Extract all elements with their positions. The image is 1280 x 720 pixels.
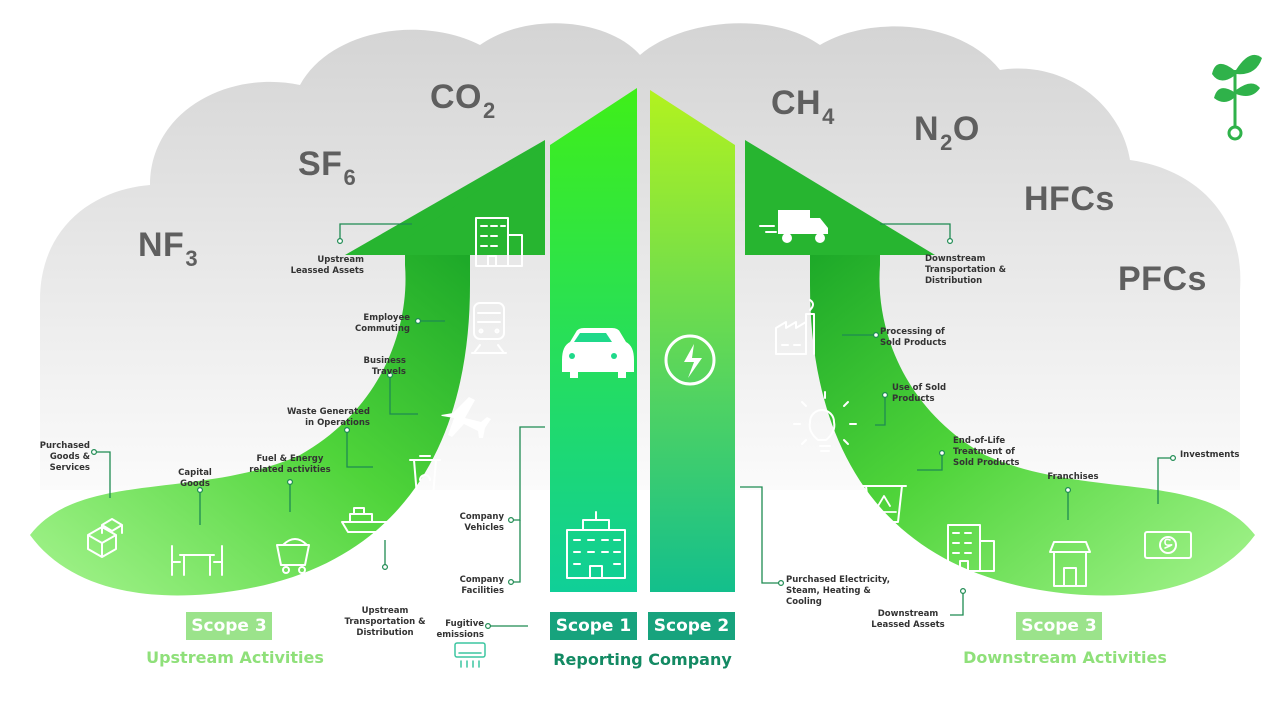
label-company-vehicles: Company Vehicles	[459, 512, 504, 533]
label-use-of-sold: Use of Sold Products	[892, 383, 947, 404]
ship-icon	[341, 507, 405, 533]
scope3-downstream-box: Scope 3	[1016, 612, 1102, 640]
connector-dots	[90, 238, 1176, 629]
label-company-facilities: Company Facilities	[459, 575, 504, 596]
boxes-icon	[87, 518, 123, 558]
gas-sf6: SF6	[298, 145, 357, 190]
label-upstream-transport: Upstream Transportation & Distribution	[344, 606, 426, 638]
label-waste-generated: Waste Generated in Operations	[286, 407, 370, 428]
label-employee-commuting: Employee Commuting	[355, 313, 410, 334]
company-building-icon	[566, 511, 626, 579]
money-icon	[1144, 531, 1192, 559]
car-icon	[562, 328, 634, 378]
label-upstream-leased: Upstream Leassed Assets	[290, 255, 364, 276]
gas-co2: CO2	[430, 78, 496, 123]
label-downstream-leased: Downstream Leassed Assets	[871, 609, 945, 630]
scope1-box: Scope 1	[550, 612, 637, 640]
coal-cart-icon	[276, 538, 310, 574]
label-business-travels: Business Travels	[363, 356, 406, 377]
shop-icon	[1049, 541, 1091, 587]
label-investments: Investments	[1180, 450, 1240, 460]
label-processing: Processing of Sold Products	[880, 327, 947, 348]
factory-icon	[775, 299, 815, 355]
label-end-of-life: End-of-Life Treatment of Sold Products	[953, 436, 1020, 468]
table-chairs-icon	[171, 545, 223, 576]
scope2-box: Scope 2	[648, 612, 735, 640]
scope2-column	[650, 90, 735, 592]
connector-lines	[95, 223, 1173, 627]
plant-logo-icon	[1212, 54, 1262, 141]
label-fuel-energy: Fuel & Energy related activities	[249, 454, 331, 475]
label-franchises: Franchises	[1047, 472, 1099, 482]
downstream-building-icon	[947, 524, 995, 572]
upstream-activities-title: Upstream Activities	[146, 648, 324, 667]
cloud-background	[40, 23, 1241, 490]
lightning-icon	[664, 334, 716, 386]
recycle-bin-icon	[861, 485, 907, 523]
truck-icon	[759, 210, 828, 243]
building-icon	[475, 217, 523, 267]
gas-n2o: N2O	[914, 110, 980, 155]
gas-nf3: NF3	[138, 226, 199, 271]
label-purchased-electricity: Purchased Electricity, Steam, Heating & …	[786, 575, 890, 607]
scope3-upstream-box: Scope 3	[186, 612, 272, 640]
light-bulb-icon	[793, 391, 857, 452]
gas-ch4: CH4	[771, 84, 835, 129]
label-fugitive-emissions: Fugitive emissions	[436, 619, 484, 640]
waste-bin-icon	[409, 455, 441, 497]
gas-pfcs: PFCs	[1118, 260, 1207, 298]
label-capital-goods: Capital Goods	[178, 468, 212, 489]
reporting-company-title: Reporting Company	[553, 650, 732, 669]
label-purchased-goods: Purchased Goods & Services	[39, 441, 90, 473]
train-icon	[471, 302, 507, 354]
airplane-icon	[441, 397, 491, 438]
downstream-activities-title: Downstream Activities	[963, 648, 1167, 667]
gas-hfcs: HFCs	[1024, 180, 1115, 218]
label-downstream-transport: Downstream Transportation & Distribution	[925, 254, 1007, 286]
ac-unit-icon	[454, 642, 486, 668]
